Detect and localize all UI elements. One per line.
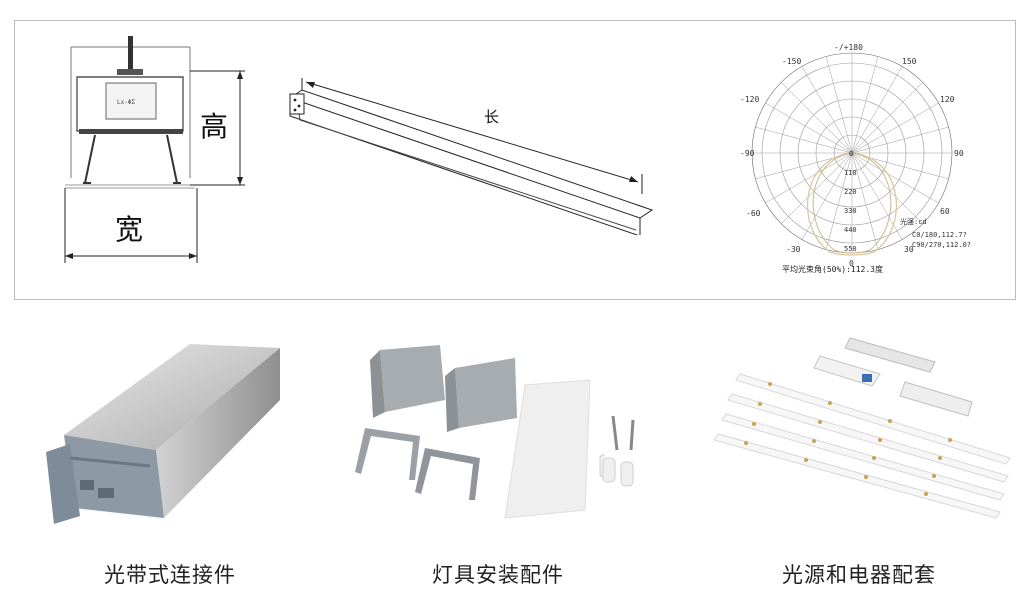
length-label: 长 — [484, 108, 500, 126]
polar-spoke — [851, 152, 923, 224]
polar-legend-title: 光强:cd — [900, 217, 927, 226]
polar-spoke — [801, 66, 853, 154]
polar-spoke — [851, 56, 879, 154]
radial-label: 110 — [844, 169, 857, 177]
light-source-and-driver-image — [713, 337, 1011, 519]
polar-spoke — [765, 152, 853, 204]
polar-spoke — [851, 102, 939, 154]
radial-label: 0 — [849, 150, 853, 158]
mounting-accessories-image — [355, 345, 605, 519]
product-caption: 光带式连接件 — [104, 563, 236, 587]
polar-spoke — [825, 152, 853, 250]
cross-section-drawing: Lx-ΦΣ — [64, 36, 245, 263]
profile-connector-image — [46, 344, 280, 524]
beam-angle-label: 平均光束角(50%):112.3度 — [782, 264, 883, 274]
angle-label: -/+180 — [834, 43, 863, 52]
width-label: 宽 — [115, 213, 144, 246]
polar-spoke — [851, 66, 903, 154]
radial-label: 550 — [844, 245, 857, 253]
polar-spoke — [781, 82, 853, 154]
angle-label: 0 — [849, 259, 854, 268]
length-view-drawing — [288, 78, 654, 235]
polar-spoke — [851, 152, 939, 204]
angle-label: -120 — [740, 95, 759, 104]
polar-spoke — [755, 126, 853, 154]
product-caption: 光源和电器配套 — [782, 563, 936, 587]
radial-label: 330 — [844, 207, 857, 215]
polar-spoke — [851, 152, 879, 250]
angle-label: 60 — [940, 207, 950, 216]
polar-spoke — [781, 152, 853, 224]
angle-label: 30 — [904, 245, 914, 254]
polar-intensity-chart: -/+180 -150 150 -120 120 -90 90 -60 60 -… — [740, 43, 971, 274]
angle-label: 150 — [902, 57, 917, 66]
svg-text:Lx-ΦΣ: Lx-ΦΣ — [117, 99, 135, 106]
radial-label: 440 — [844, 226, 857, 234]
height-label: 高 — [200, 110, 229, 143]
angle-label: 120 — [940, 95, 955, 104]
polar-spoke — [851, 126, 949, 154]
polar-legend-c0: C0/180,112.7? — [912, 231, 967, 239]
angle-label: -30 — [786, 245, 801, 254]
polar-legend-c90: C90/270,112.0? — [912, 241, 971, 249]
product-caption: 灯具安装配件 — [432, 563, 564, 587]
angle-label: -150 — [782, 57, 801, 66]
angle-label: -60 — [746, 209, 761, 218]
polar-spoke — [851, 82, 923, 154]
radial-label: 220 — [844, 188, 857, 196]
screws-and-anchors-image — [602, 415, 635, 487]
angle-label: -90 — [740, 149, 755, 158]
angle-label: 90 — [954, 149, 964, 158]
polar-spoke — [825, 56, 853, 154]
polar-spoke — [765, 102, 853, 154]
